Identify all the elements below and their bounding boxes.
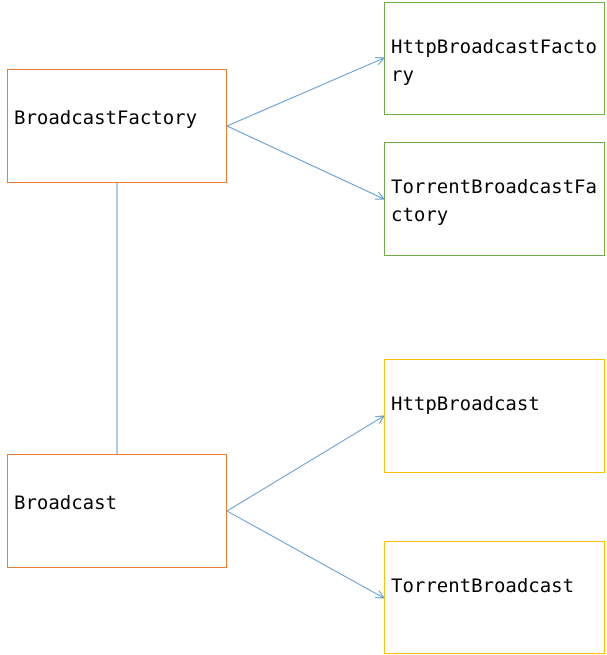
node-label: TorrentBroadcastFactory	[391, 176, 597, 226]
node-label: BroadcastFactory	[14, 107, 198, 129]
node-http-broadcast: HttpBroadcast	[384, 359, 605, 473]
node-broadcast-factory: BroadcastFactory	[7, 69, 227, 183]
node-label: HttpBroadcastFactory	[391, 36, 597, 86]
node-label: Broadcast	[14, 492, 117, 514]
node-torrent-broadcast: TorrentBroadcast	[384, 541, 605, 654]
node-label: TorrentBroadcast	[391, 575, 575, 597]
edge-factory-to-torrent-factory	[226, 125, 384, 199]
node-http-broadcast-factory: HttpBroadcastFactory	[384, 2, 605, 115]
edge-factory-to-http-factory	[226, 58, 384, 127]
node-broadcast: Broadcast	[7, 454, 227, 568]
edge-broadcast-to-http	[226, 416, 384, 512]
edge-broadcast-to-torrent	[226, 510, 384, 598]
node-torrent-broadcast-factory: TorrentBroadcastFactory	[384, 142, 605, 256]
node-label: HttpBroadcast	[391, 393, 540, 415]
